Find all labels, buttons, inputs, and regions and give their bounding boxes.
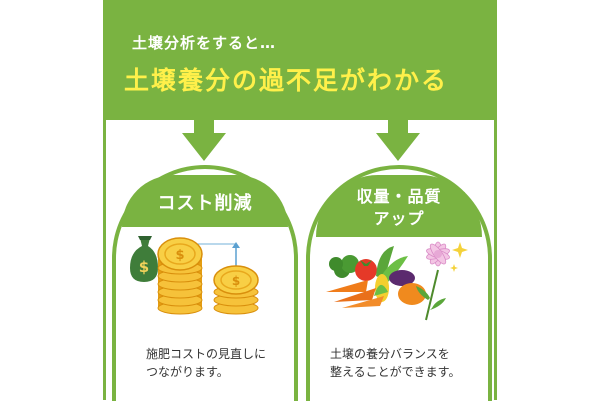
- down-arrow-right-icon: [376, 115, 420, 161]
- header-banner: [103, 0, 497, 120]
- svg-text:$: $: [175, 248, 184, 263]
- cost-reduction-description-line-1: 施肥コストの見直しに: [146, 347, 267, 361]
- header-title: 土壌養分の過不足がわかる: [124, 66, 449, 95]
- yield-quality-title-line-2: アップ: [373, 209, 425, 228]
- down-arrow-left-icon: [182, 115, 226, 161]
- svg-text:$: $: [139, 258, 149, 276]
- yield-quality-header: 収量・品質 アップ: [316, 175, 482, 237]
- cost-reduction-title: コスト削減: [157, 193, 253, 214]
- yield-quality-description-line-2: 整えることができます。: [330, 365, 461, 379]
- coins-money-bag-icon: $ $: [130, 236, 259, 315]
- svg-text:$: $: [232, 274, 240, 288]
- header-subtitle: 土壌分析をすると…: [132, 34, 277, 52]
- vegetables-flower-icon: [326, 241, 468, 321]
- panel-frame: [103, 0, 497, 400]
- yield-quality-description: 土壌の養分バランスを 整えることができます。: [330, 345, 460, 381]
- cost-reduction-description: 施肥コストの見直しに つながります。: [146, 345, 266, 381]
- yield-quality-description-line-1: 土壌の養分バランスを: [330, 347, 450, 361]
- cost-reduction-description-line-2: つながります。: [146, 365, 229, 379]
- cost-reduction-header: コスト削減: [122, 175, 288, 227]
- cost-reduction-card: コスト削減: [112, 165, 298, 401]
- yield-quality-title-line-1: 収量・品質: [356, 187, 442, 206]
